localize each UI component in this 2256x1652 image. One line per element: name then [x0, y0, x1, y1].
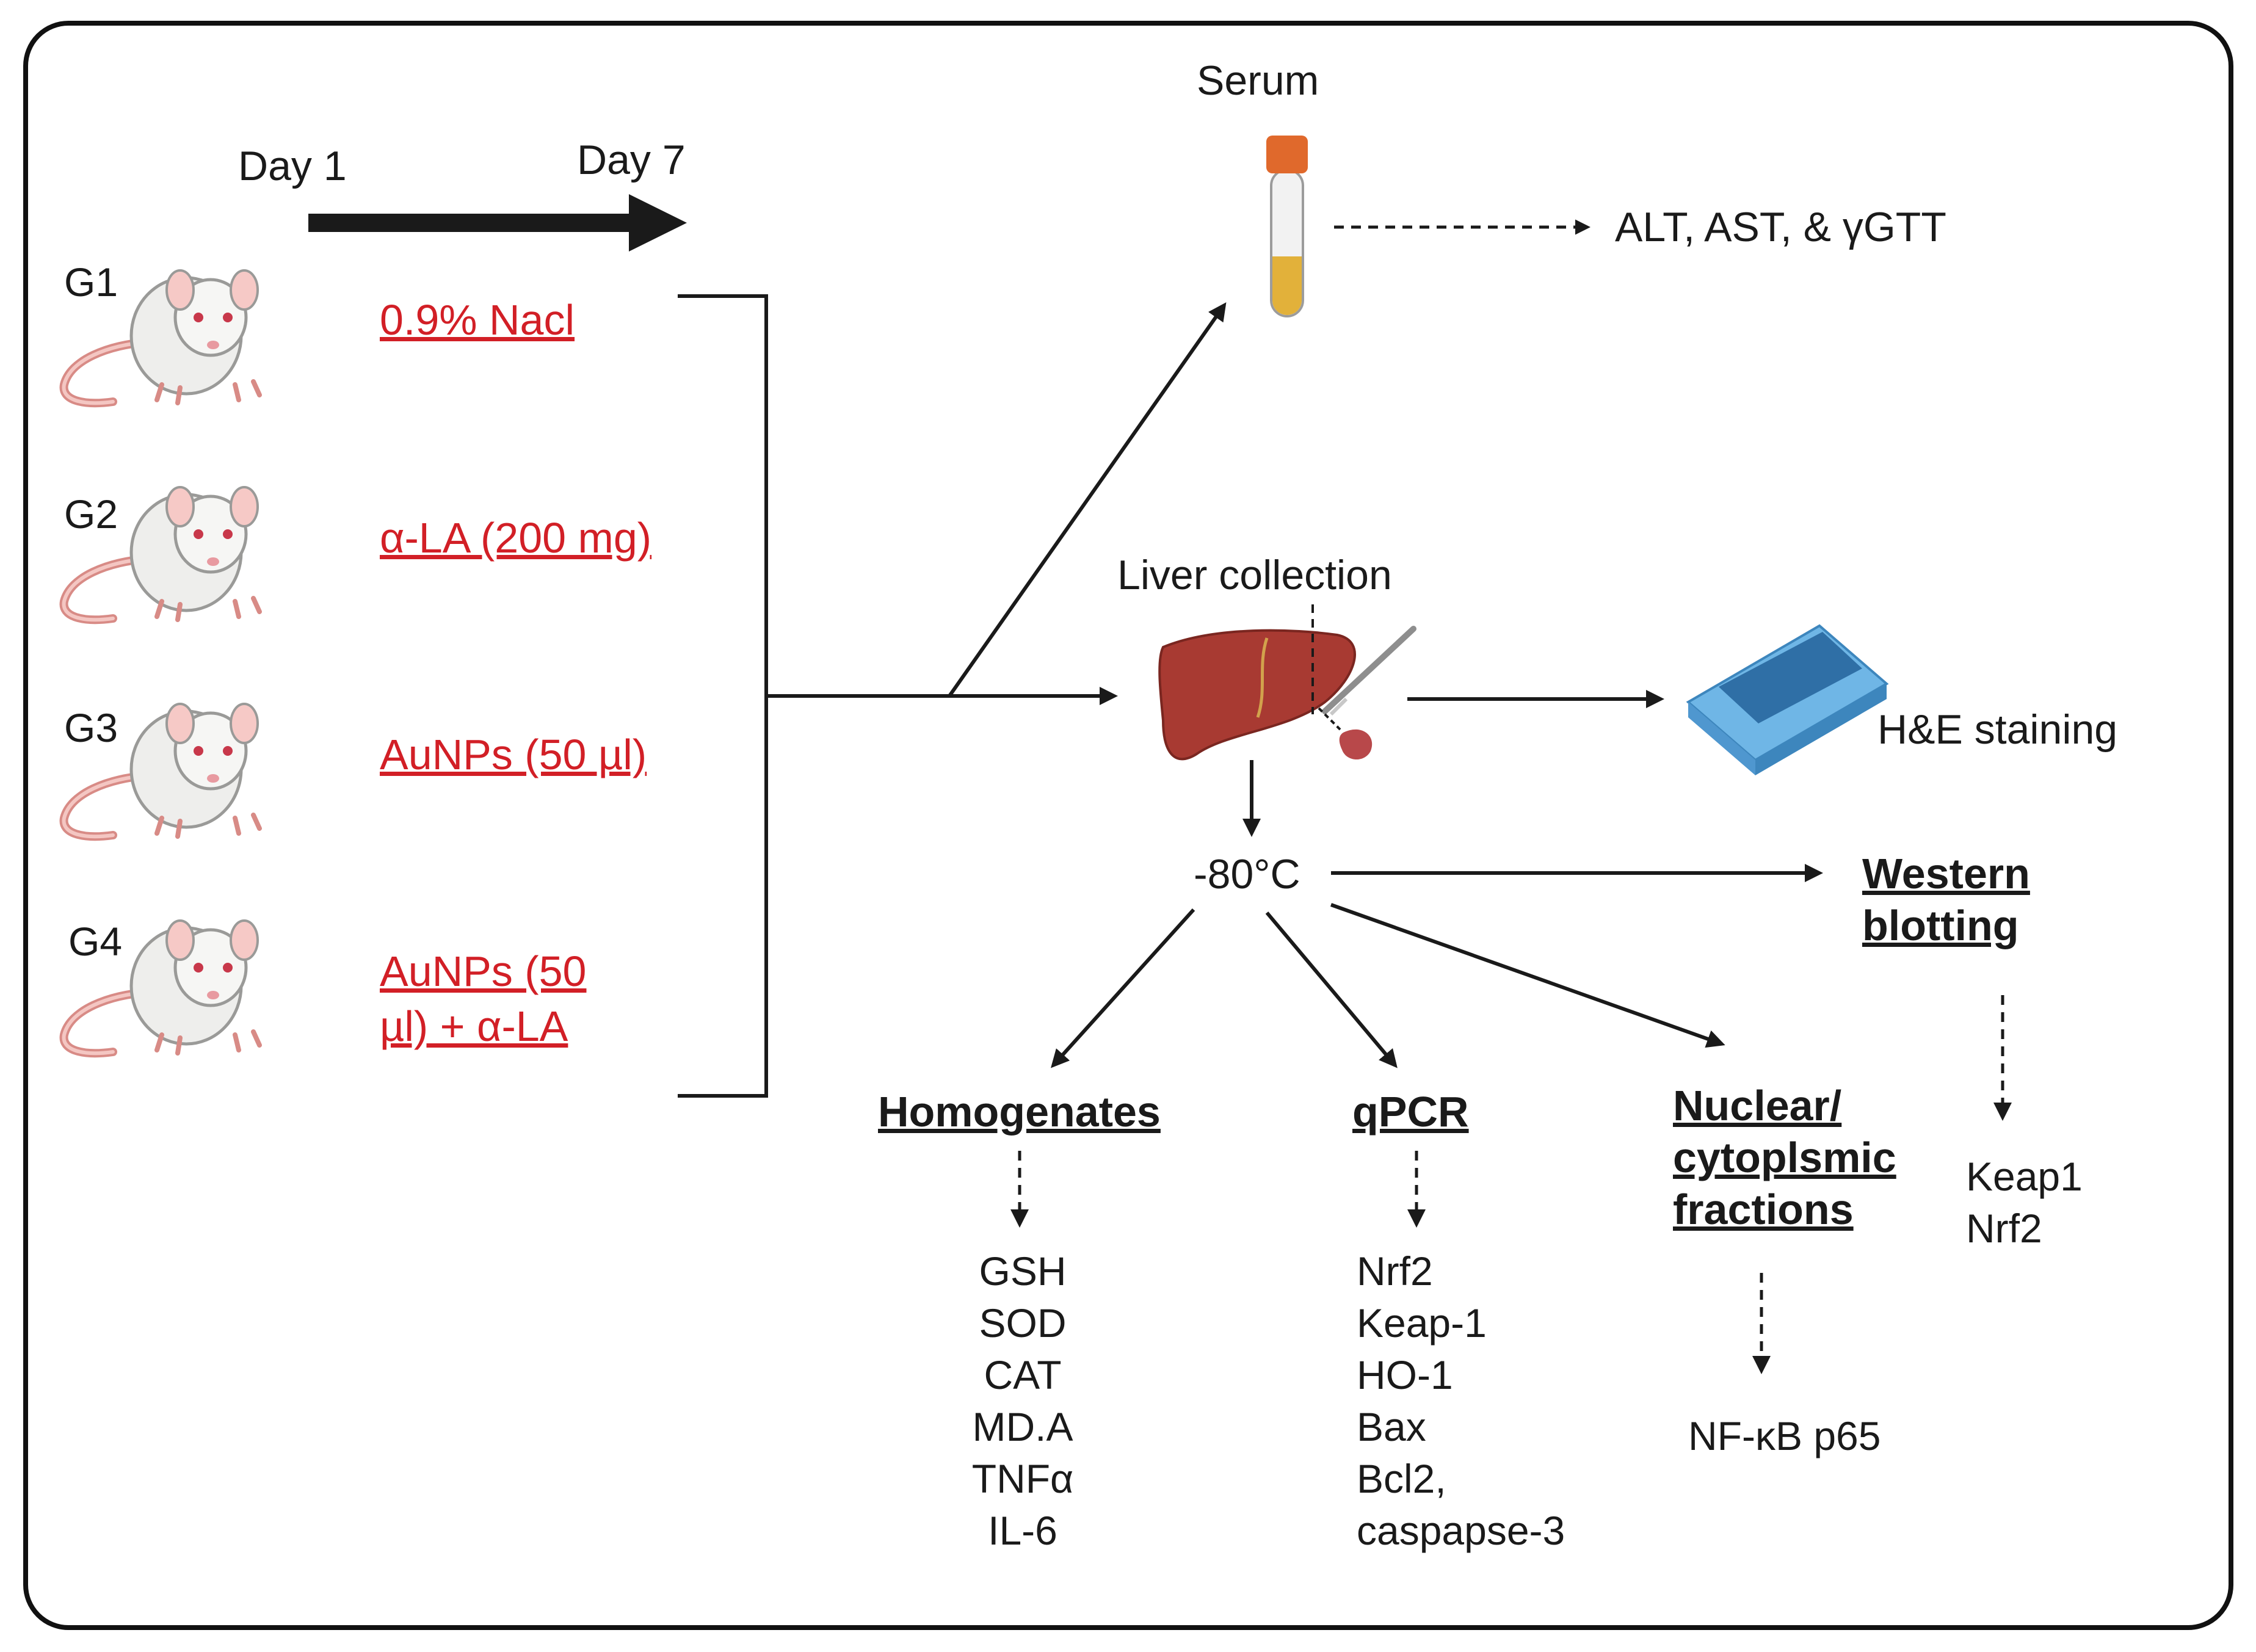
homogenates-item: TNFα [972, 1456, 1073, 1501]
liver-icon [1158, 604, 1416, 761]
treatment-g2: α-LA (200 mg) [380, 514, 651, 562]
group-label-g2: G2 [64, 491, 118, 537]
histology-slide-icon [1686, 624, 1889, 775]
nuclear-item: NF-κB p65 [1688, 1413, 1881, 1458]
nuclear-heading-line2: cytoplsmic [1673, 1134, 1896, 1181]
homogenates-item: IL-6 [988, 1508, 1057, 1553]
to-serum-arrow [948, 302, 1227, 697]
homogenates-item: CAT [984, 1352, 1061, 1397]
qpcr-heading: qPCR [1352, 1088, 1469, 1136]
qpcr-item: Bax [1357, 1404, 1426, 1449]
storage-to-qpcr-arrow [1265, 911, 1398, 1068]
qpcr-item: Keap-1 [1357, 1300, 1487, 1346]
western-heading-line2: blotting [1862, 902, 2019, 949]
western-item: Keap1 [1966, 1154, 2083, 1199]
serum-tests: ALT, AST, & γGTT [1615, 204, 1946, 250]
serum-tube-icon [1266, 136, 1308, 317]
qpcr-item: caspapse-3 [1357, 1508, 1565, 1553]
western-item: Nrf2 [1966, 1206, 2042, 1251]
group-label-g3: G3 [64, 705, 118, 750]
homogenates-item: MD.A [973, 1404, 1073, 1449]
timeline-end-label: Day 7 [577, 137, 686, 183]
qpcr-item: Nrf2 [1357, 1248, 1433, 1294]
homogenates-item: GSH [979, 1248, 1066, 1294]
timeline-start-label: Day 1 [238, 143, 347, 189]
diagram-frame [23, 21, 2233, 1630]
qpcr-item: HO-1 [1357, 1352, 1453, 1397]
qpcr-item: Bcl2, [1357, 1456, 1446, 1501]
storage-to-nuclear-arrow [1330, 903, 1725, 1048]
nuclear-heading-line3: fractions [1673, 1186, 1854, 1233]
group-label-g4: G4 [68, 919, 122, 964]
nuclear-heading-line1: Nuclear/ [1673, 1082, 1841, 1129]
group-label-g1: G1 [64, 259, 118, 305]
storage-label: -80°C [1194, 851, 1300, 897]
western-heading-line1: Western [1862, 850, 2030, 897]
treatment-g4-line2: µl) + α-LA [380, 1002, 568, 1050]
liver-collection-label: Liver collection [1117, 552, 1392, 598]
histology-label: H&E staining [1877, 706, 2117, 753]
treatment-g4-line1: AuNPs (50 [380, 947, 586, 995]
serum-label: Serum [1197, 57, 1319, 104]
homogenates-heading: Homogenates [878, 1088, 1161, 1136]
timeline-arrow-head [629, 194, 687, 252]
homogenates-item: SOD [979, 1300, 1066, 1346]
storage-to-homogenates-arrow [1050, 908, 1195, 1068]
treatment-g3: AuNPs (50 µl) [380, 731, 647, 778]
treatment-g1: 0.9% Nacl [380, 296, 575, 344]
